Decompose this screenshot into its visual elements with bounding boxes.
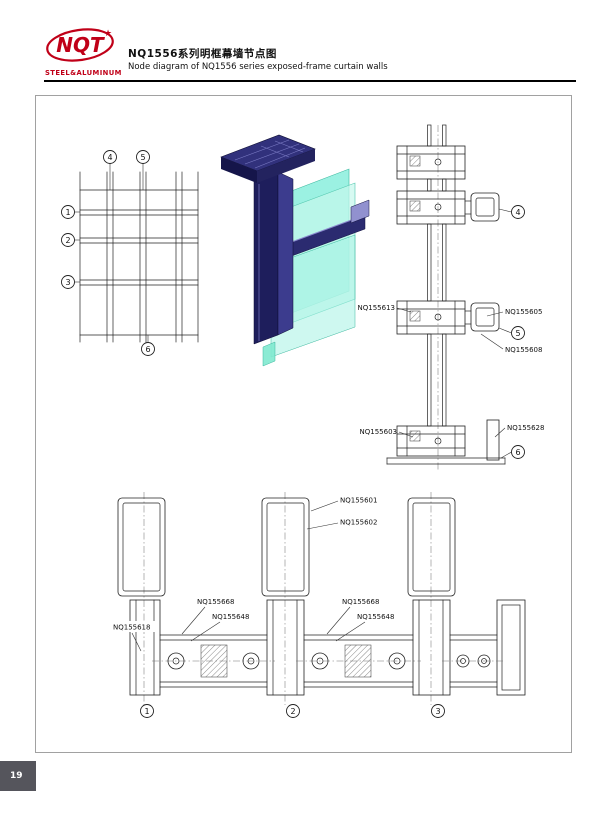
callout-3: 3 (61, 275, 80, 289)
callout-5-section: 5 (498, 326, 525, 340)
svg-text:NQ155668: NQ155668 (342, 598, 379, 606)
svg-text:2: 2 (65, 236, 70, 245)
callout-3-section: 3 (431, 704, 445, 718)
svg-text:NQ155668: NQ155668 (197, 598, 234, 606)
title-chinese: NQ1556系列明框幕墙节点图 (128, 48, 277, 60)
callout-6: 6 (141, 335, 155, 356)
header-divider (44, 80, 576, 82)
part-label-nq155601: NQ155601 (310, 497, 377, 512)
horizontal-section-diagram: NQ155601 NQ155602 NQ155668 NQ155648 NQ15… (111, 492, 526, 718)
svg-text:4: 4 (107, 153, 112, 162)
svg-text:6: 6 (145, 345, 150, 354)
svg-text:NQ155648: NQ155648 (357, 613, 394, 621)
sheet-border (35, 95, 572, 753)
page-number: 19 (10, 771, 23, 781)
elevation-diagram: 4 5 1 2 3 (61, 150, 199, 356)
vertical-section-diagram: NQ155613 NQ155605 NQ155608 NQ155603 NQ15… (358, 124, 544, 471)
part-label-nq155613: NQ155613 (358, 304, 412, 313)
title-english: Node diagram of NQ1556 series exposed-fr… (128, 62, 388, 73)
callout-4: 4 (103, 150, 117, 190)
svg-text:NQ155648: NQ155648 (212, 613, 249, 621)
isometric-3d-view (220, 134, 370, 367)
svg-text:NQ155608: NQ155608 (505, 346, 542, 354)
cap-right-3d (257, 149, 315, 183)
callout-2: 2 (61, 233, 80, 247)
callout-2-section: 2 (286, 704, 300, 718)
callout-1-section: 1 (140, 704, 154, 718)
part-label-nq155648-left: NQ155648 (190, 613, 249, 642)
part-label-nq155648-right: NQ155648 (335, 613, 394, 642)
logo-oval (46, 28, 114, 62)
page-header: NQ1556系列明框幕墙节点图 Node diagram of NQ1556 s… (128, 48, 388, 73)
callout-4-section: 4 (498, 205, 525, 219)
svg-text:NQ155603: NQ155603 (360, 428, 397, 436)
part-label-nq155603: NQ155603 (360, 428, 414, 438)
svg-text:NQ155628: NQ155628 (507, 424, 544, 432)
part-label-nq155608: NQ155608 (480, 333, 542, 354)
cap-front-3d (221, 157, 257, 183)
side-profile-3d (350, 199, 370, 224)
svg-text:NQ155601: NQ155601 (340, 497, 377, 505)
logo-text: NQT (56, 33, 105, 57)
part-label-nq155605: NQ155605 (486, 308, 542, 317)
svg-text:NQ155613: NQ155613 (358, 304, 395, 312)
svg-text:3: 3 (65, 278, 70, 287)
glass-tab-3d (262, 341, 276, 367)
logo-star-icon: ★ (104, 29, 112, 39)
mullion-side-3d (277, 171, 294, 336)
svg-text:NQ155605: NQ155605 (505, 308, 542, 316)
callout-5: 5 (136, 150, 150, 190)
svg-text:3: 3 (435, 707, 440, 716)
logo-subtitle: STEEL&ALUMINUM (45, 69, 122, 77)
page-number-tab: 19 (0, 761, 36, 791)
svg-text:NQ155618: NQ155618 (113, 624, 150, 632)
svg-text:NQ155602: NQ155602 (340, 519, 377, 527)
callout-1: 1 (61, 205, 80, 219)
part-label-nq155628: NQ155628 (494, 424, 544, 438)
part-label-nq155668-left: NQ155668 (181, 598, 234, 635)
svg-text:5: 5 (140, 153, 145, 162)
part-label-nq155618: NQ155618 (111, 621, 157, 652)
drawing-sheet: 4 5 1 2 3 (35, 95, 572, 753)
svg-text:4: 4 (515, 208, 520, 217)
svg-text:1: 1 (144, 707, 149, 716)
part-label-nq155668-right: NQ155668 (326, 598, 379, 635)
part-label-nq155602: NQ155602 (306, 519, 377, 530)
svg-text:2: 2 (290, 707, 295, 716)
svg-text:6: 6 (515, 448, 520, 457)
mullion-front-3d (253, 171, 279, 345)
svg-text:5: 5 (515, 329, 520, 338)
company-logo: NQT ★ STEEL&ALUMINUM (45, 28, 122, 77)
callout-6-section: 6 (500, 445, 525, 459)
svg-text:1: 1 (65, 208, 70, 217)
